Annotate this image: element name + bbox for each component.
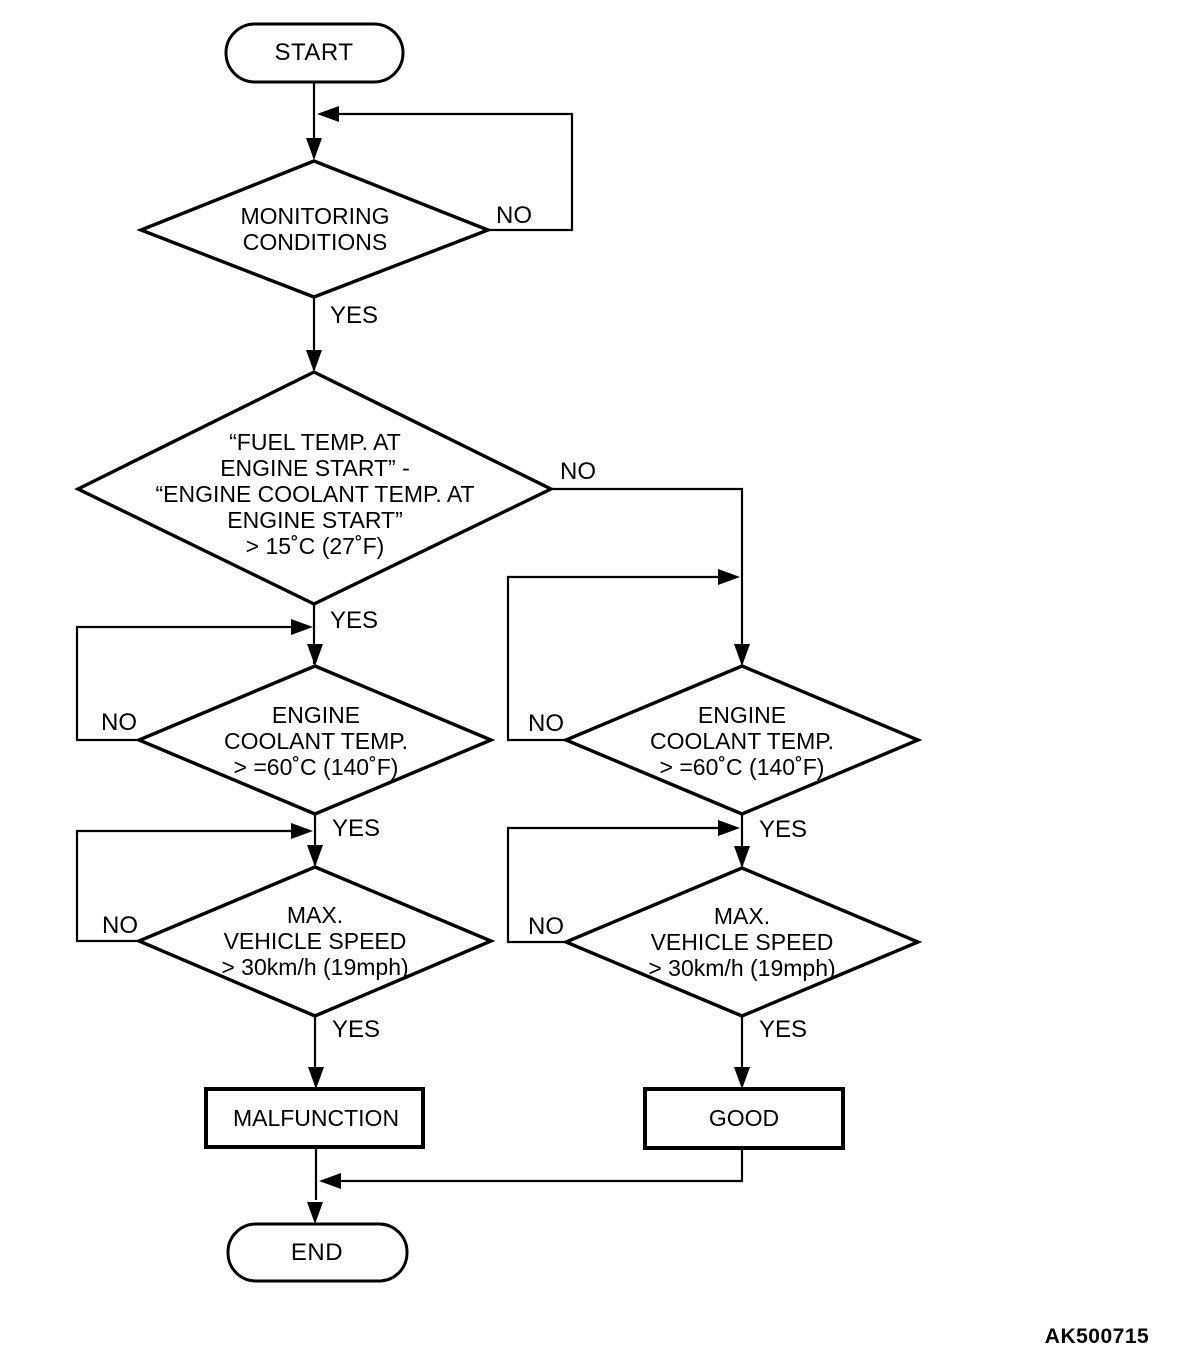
arrowhead-down-icon (306, 138, 322, 160)
start-node (224, 22, 405, 84)
coolant-left-no-label: NO (101, 709, 137, 736)
engine-coolant-temp-decision-right (561, 664, 923, 816)
speed-right-yes-label: YES (758, 1016, 808, 1043)
engine-coolant-temp-decision-left (134, 664, 496, 816)
connector-lines (75, 82, 744, 1200)
arrowhead-down-icon (307, 644, 323, 666)
arrowhead-down-icon (307, 845, 323, 867)
arrowhead-right-icon (291, 823, 313, 839)
figure-code: AK500715 (1044, 1325, 1150, 1348)
arrowhead-down-icon (734, 1067, 750, 1089)
fuel-temp-delta-label: “FUEL TEMP. AT ENGINE START” - “ENGINE C… (155, 429, 475, 559)
start-label: START (274, 39, 354, 66)
arrowhead-left-icon (319, 1173, 341, 1189)
speed-left-yes-label: YES (331, 1016, 381, 1043)
arrowhead-right-icon (718, 569, 740, 585)
arrowhead-left-icon (317, 106, 339, 122)
max-vehicle-speed-decision-left (134, 865, 496, 1018)
malfunction-label: MALFUNCTION (232, 1105, 400, 1131)
good-box (643, 1087, 845, 1150)
node-shapes (74, 22, 923, 1283)
arrowheads (291, 106, 750, 1224)
arrowhead-down-icon (734, 644, 750, 666)
max-vehicle-speed-left-label: MAX. VEHICLE SPEED > 30km/h (19mph) (221, 902, 409, 980)
connector-coolant-left-no-loop (75, 625, 309, 742)
coolant-right-no-label: NO (528, 710, 564, 737)
max-vehicle-speed-decision-right (561, 866, 923, 1018)
monitoring-no-label: NO (496, 202, 532, 229)
fuel-no-label: NO (560, 458, 596, 485)
fuel-temp-delta-decision (74, 370, 555, 606)
fuel-yes-label: YES (329, 607, 379, 634)
connector-fuel-no (551, 487, 744, 664)
connector-speed-right-no-loop (506, 826, 736, 944)
monitoring-yes-label: YES (329, 302, 379, 329)
arrowhead-down-icon (306, 350, 322, 372)
arrowhead-right-icon (291, 619, 313, 635)
speed-left-no-label: NO (102, 912, 138, 939)
max-vehicle-speed-right-label: MAX. VEHICLE SPEED > 30km/h (19mph) (648, 903, 836, 981)
connector-monitoring-no-loop (322, 112, 574, 232)
end-node (226, 1222, 409, 1283)
arrowhead-down-icon (308, 1067, 324, 1089)
arrowhead-right-icon (718, 820, 740, 836)
engine-coolant-temp-right-label: ENGINE COOLANT TEMP. > =60˚C (140˚F) (649, 702, 835, 780)
connector-coolant-right-no-loop (506, 575, 736, 742)
good-label: GOOD (708, 1105, 780, 1131)
arrowhead-down-icon (307, 1202, 323, 1224)
coolant-left-yes-label: YES (331, 815, 381, 842)
speed-right-no-label: NO (528, 913, 564, 940)
monitoring-conditions-label: MONITORING CONDITIONS (240, 203, 390, 255)
end-label: END (290, 1239, 344, 1266)
monitoring-conditions-decision (136, 159, 493, 299)
coolant-right-yes-label: YES (758, 816, 808, 843)
connector-speed-left-no-loop (75, 829, 309, 943)
arrowhead-down-icon (734, 846, 750, 868)
engine-coolant-temp-left-label: ENGINE COOLANT TEMP. > =60˚C (140˚F) (223, 702, 409, 780)
connector-good-merge (322, 1148, 744, 1183)
malfunction-box (204, 1087, 425, 1149)
